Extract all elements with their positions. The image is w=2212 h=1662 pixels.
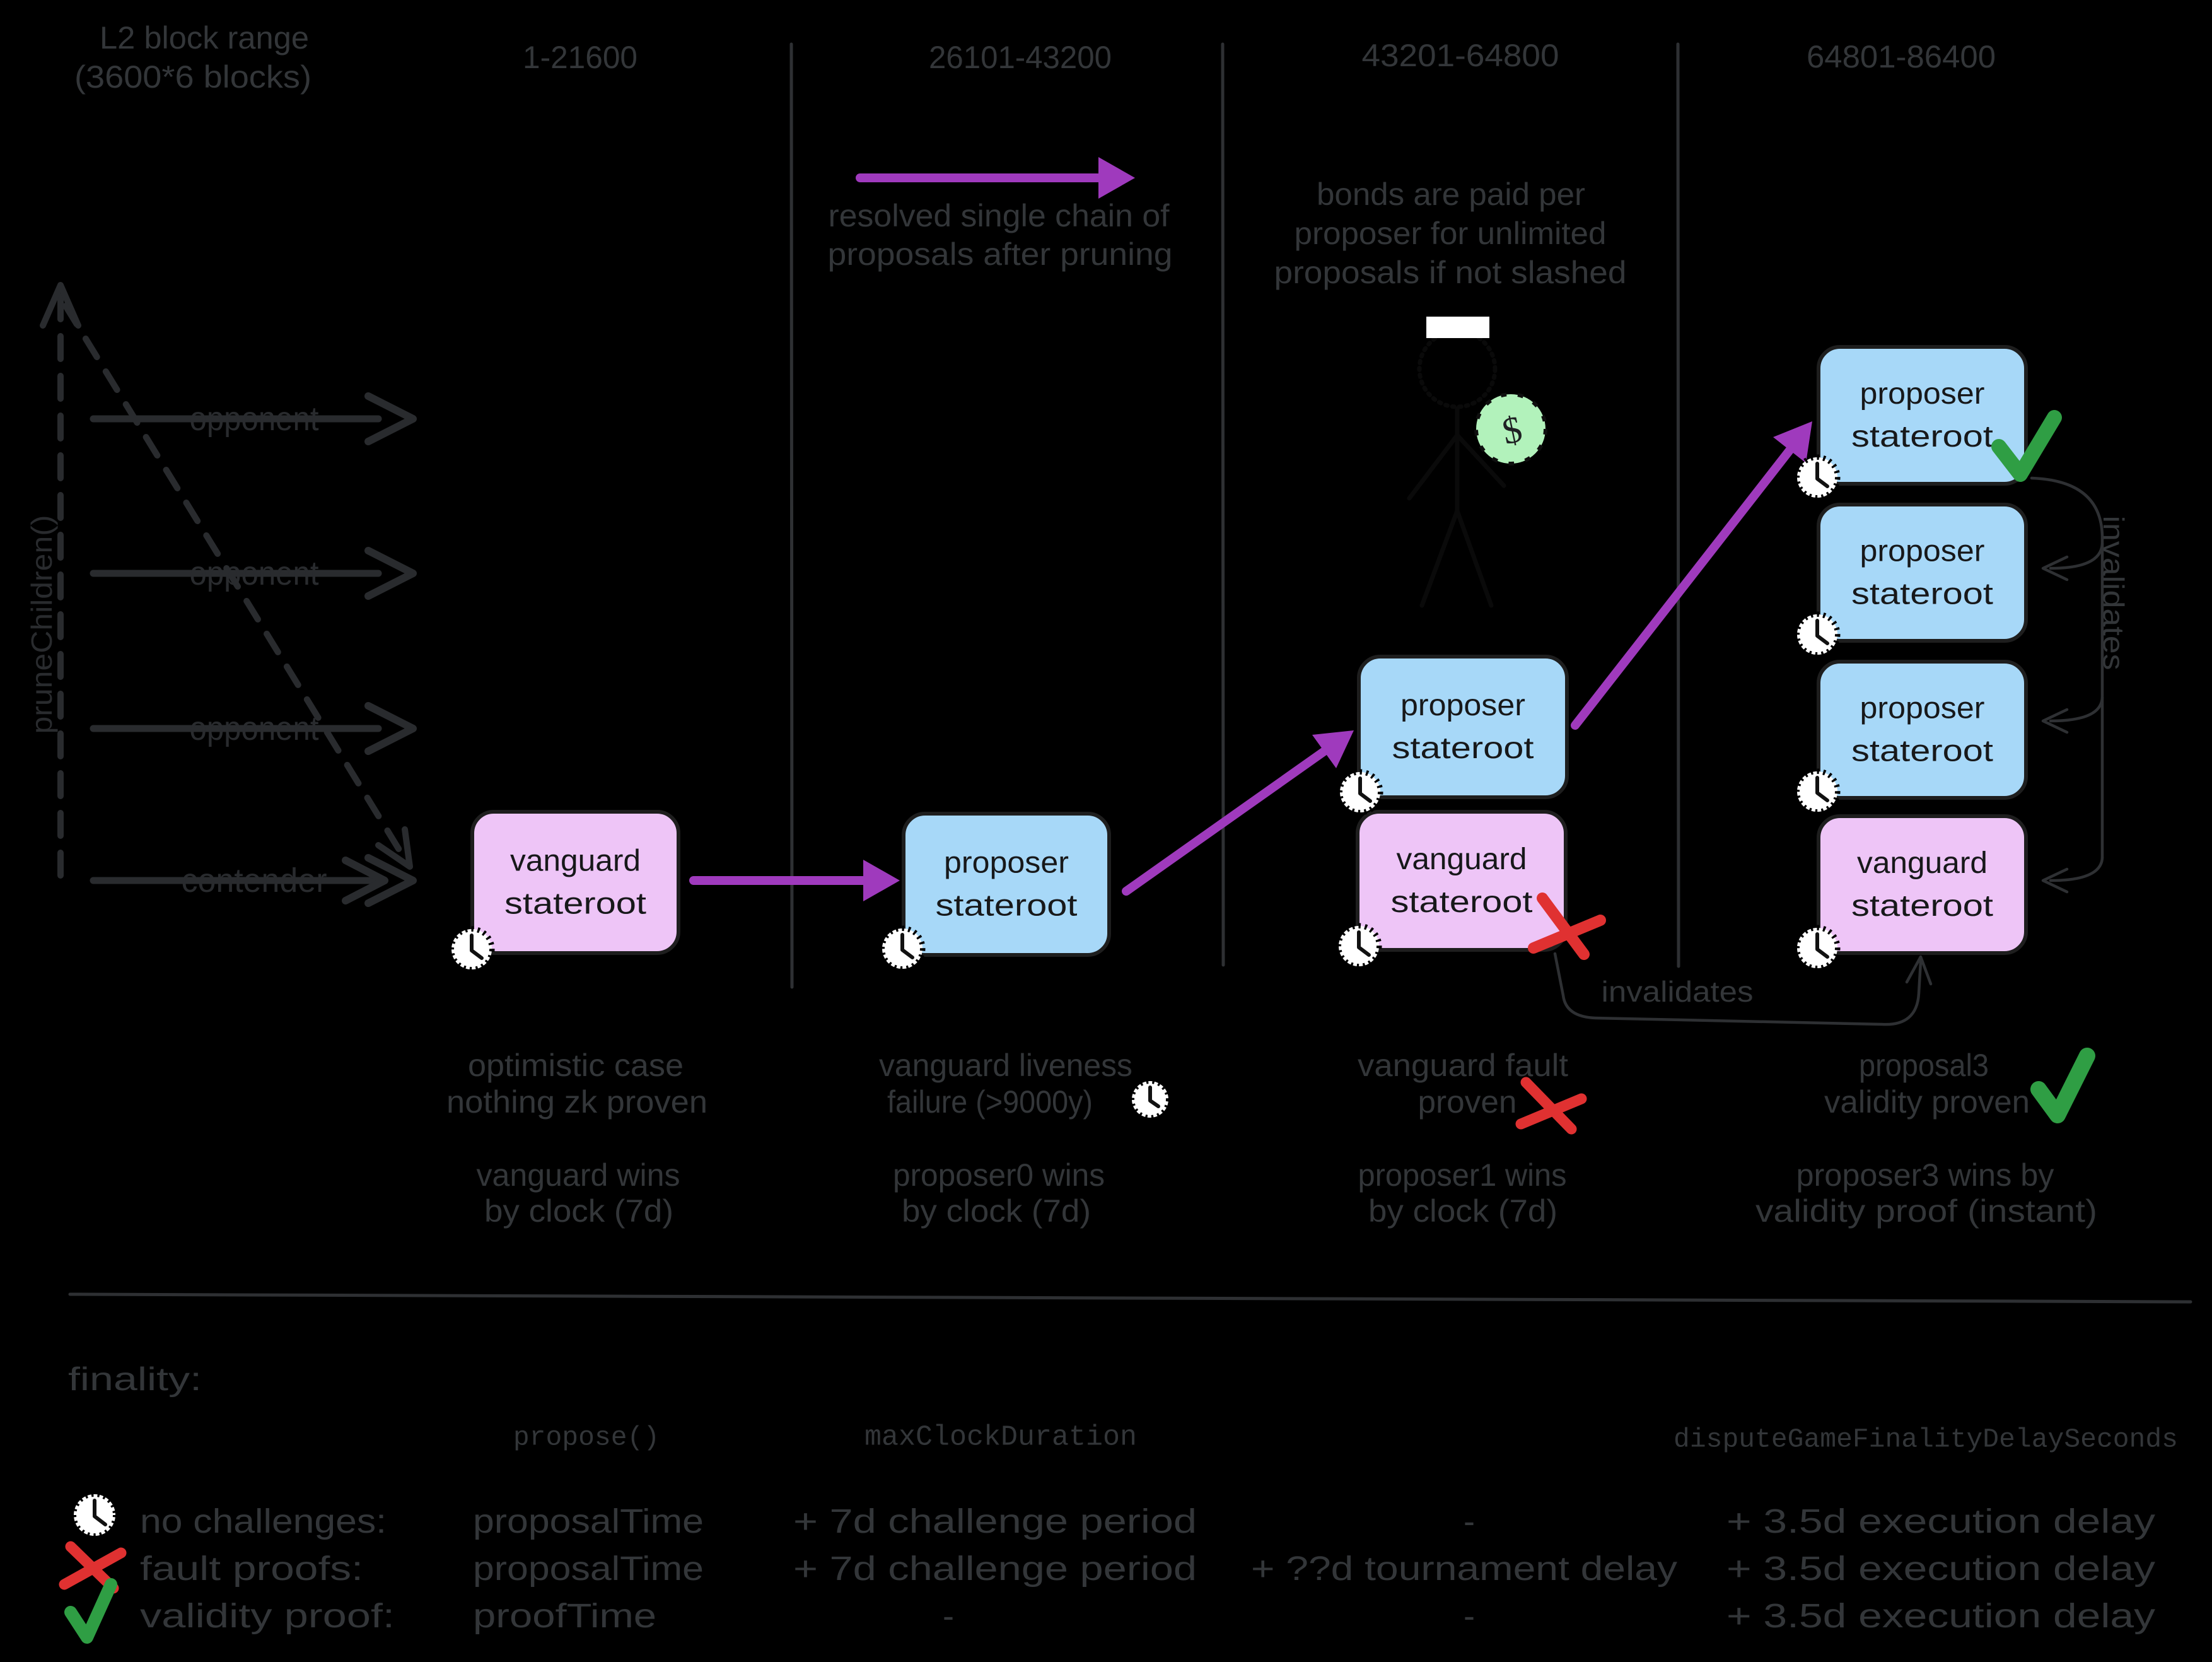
svg-text:finality:: finality: <box>68 1361 202 1398</box>
svg-text:stateroot: stateroot <box>1392 732 1534 765</box>
svg-text:+ 3.5d execution delay: + 3.5d execution delay <box>1726 1502 2155 1540</box>
svg-text:opponent: opponent <box>190 400 319 438</box>
svg-text:proven: proven <box>1418 1084 1517 1120</box>
svg-text:propose(): propose() <box>513 1422 660 1453</box>
svg-text:proposer: proposer <box>944 846 1069 880</box>
svg-text:fault proofs:: fault proofs: <box>140 1550 363 1588</box>
svg-text:proposals if not slashed: proposals if not slashed <box>1274 255 1627 290</box>
svg-text:vanguard: vanguard <box>510 845 641 878</box>
svg-text:no challenges:: no challenges: <box>140 1502 387 1540</box>
svg-text:vanguard fault: vanguard fault <box>1358 1048 1568 1083</box>
svg-text:maxClockDuration: maxClockDuration <box>864 1422 1137 1454</box>
svg-text:proposals after pruning: proposals after pruning <box>828 237 1173 272</box>
svg-text:-: - <box>1464 1597 1475 1635</box>
svg-text:disputeGameFinalityDelaySecond: disputeGameFinalityDelaySeconds <box>1674 1424 2178 1455</box>
svg-text:(3600*6 blocks): (3600*6 blocks) <box>74 59 311 95</box>
svg-text:stateroot: stateroot <box>936 889 1078 923</box>
svg-text:L2 block range: L2 block range <box>100 20 309 56</box>
svg-text:validity proof:: validity proof: <box>140 1597 395 1635</box>
svg-text:nothing zk proven: nothing zk proven <box>446 1084 707 1120</box>
svg-text:43201-64800: 43201-64800 <box>1362 38 1559 73</box>
svg-text:opponent: opponent <box>190 710 319 747</box>
svg-text:stateroot: stateroot <box>1851 420 1993 454</box>
svg-text:proposer3 wins by: proposer3 wins by <box>1796 1157 2054 1193</box>
svg-text:opponent: opponent <box>190 554 319 592</box>
svg-text:resolved single chain of: resolved single chain of <box>829 198 1170 233</box>
svg-text:pruneChildren(): pruneChildren() <box>25 515 58 734</box>
svg-text:proposer for unlimited: proposer for unlimited <box>1295 216 1607 251</box>
svg-text:validity proof (instant): validity proof (instant) <box>1755 1193 2097 1229</box>
svg-text:proposer0 wins: proposer0 wins <box>893 1157 1105 1193</box>
svg-text:stateroot: stateroot <box>504 887 646 921</box>
svg-text:-: - <box>943 1597 954 1635</box>
svg-text:stateroot: stateroot <box>1851 578 1993 611</box>
svg-text:proposer: proposer <box>1400 689 1525 722</box>
svg-text:proposer: proposer <box>1860 377 1985 411</box>
svg-text:validity proven: validity proven <box>1824 1084 2030 1120</box>
svg-text:+ 3.5d execution delay: + 3.5d execution delay <box>1726 1550 2155 1588</box>
svg-text:vanguard: vanguard <box>1857 846 1988 880</box>
svg-text:+ 7d challenge period: + 7d challenge period <box>793 1550 1197 1588</box>
svg-text:contender: contender <box>182 862 327 899</box>
svg-text:stateroot: stateroot <box>1851 735 1993 768</box>
svg-text:failure (>9000y): failure (>9000y) <box>887 1084 1093 1120</box>
svg-text:proposalTime: proposalTime <box>473 1502 704 1540</box>
svg-text:by clock (7d): by clock (7d) <box>1368 1193 1557 1229</box>
svg-text:vanguard liveness: vanguard liveness <box>879 1048 1132 1083</box>
svg-text:by clock (7d): by clock (7d) <box>484 1193 673 1229</box>
svg-text:proposer: proposer <box>1860 692 1985 725</box>
svg-text:1-21600: 1-21600 <box>523 40 637 75</box>
svg-text:invalidates: invalidates <box>1602 975 1754 1008</box>
svg-text:proofTime: proofTime <box>473 1597 656 1635</box>
svg-text:64801-86400: 64801-86400 <box>1807 39 1996 74</box>
svg-text:proposalTime: proposalTime <box>473 1550 704 1588</box>
svg-text:stateroot: stateroot <box>1391 886 1533 919</box>
svg-text:+ 3.5d execution delay: + 3.5d execution delay <box>1726 1597 2155 1635</box>
svg-text:by clock (7d): by clock (7d) <box>902 1193 1091 1229</box>
svg-text:proposal3: proposal3 <box>1859 1048 1989 1083</box>
svg-text:optimistic case: optimistic case <box>468 1048 684 1083</box>
svg-text:+ 7d challenge period: + 7d challenge period <box>793 1502 1197 1540</box>
svg-text:-: - <box>1464 1502 1475 1540</box>
svg-text:26101-43200: 26101-43200 <box>929 40 1112 75</box>
svg-text:+ ??d tournament delay: + ??d tournament delay <box>1251 1550 1677 1588</box>
svg-text:vanguard wins: vanguard wins <box>477 1157 680 1193</box>
svg-text:proposer1 wins: proposer1 wins <box>1358 1157 1567 1193</box>
svg-text:proposer: proposer <box>1860 535 1985 568</box>
svg-text:invalidates: invalidates <box>2097 516 2130 670</box>
svg-text:vanguard: vanguard <box>1397 843 1527 876</box>
svg-text:stateroot: stateroot <box>1851 889 1993 923</box>
svg-text:bonds are paid per: bonds are paid per <box>1317 177 1585 212</box>
